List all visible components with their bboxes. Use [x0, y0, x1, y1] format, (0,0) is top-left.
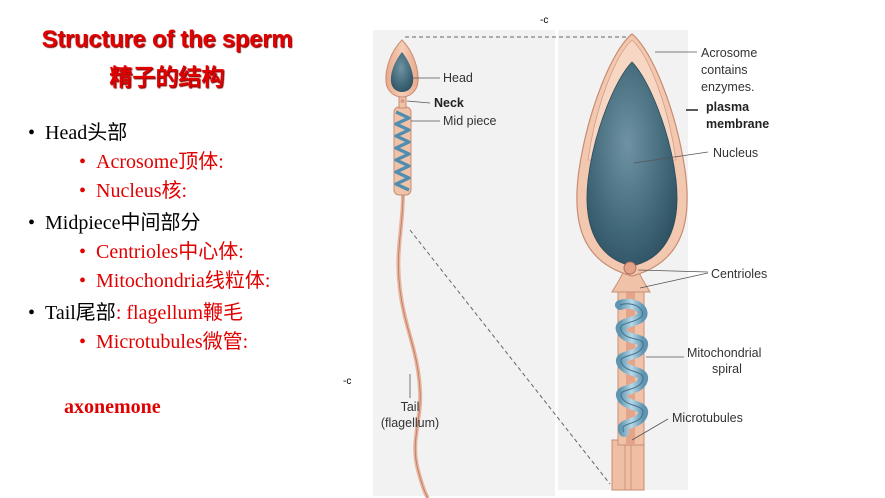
- small-tail-outline: [397, 192, 429, 498]
- label-neck: Neck: [434, 96, 464, 110]
- neck-leader-line: [406, 100, 431, 104]
- slide-title-chinese: 精子的结构: [109, 65, 225, 91]
- zoom-line-bottom: [409, 229, 611, 485]
- bullet-midpiece-label: Midpiece中间部分: [45, 212, 201, 234]
- label-midpiece: Mid piece: [443, 114, 497, 128]
- label-nucleus: Nucleus: [713, 146, 758, 160]
- label-mito-1: Mitochondrial: [687, 346, 761, 360]
- stray-mark-left: -c: [343, 376, 352, 387]
- label-centrioles: Centrioles: [711, 267, 767, 281]
- bullet-tail-flagellum: : flagellum鞭毛: [115, 302, 244, 324]
- bullet-head-label: Head头部: [45, 122, 128, 144]
- small-mito-spiral: [394, 110, 411, 192]
- sub-list-tail: Microtubules微管:: [45, 328, 270, 357]
- sub-bullet-acrosome: Acrosome顶体:: [45, 148, 270, 177]
- microtubules-leader-line: [631, 418, 669, 441]
- bullet-list: Head头部 Acrosome顶体: Nucleus核: Midpiece中间部…: [28, 118, 270, 357]
- bullet-tail: Tail尾部: flagellum鞭毛 Microtubules微管:: [28, 298, 270, 357]
- bullet-tail-label: Tail尾部: [45, 302, 116, 324]
- small-centriole: [400, 99, 405, 103]
- label-acrosome-2: contains: [701, 63, 748, 77]
- bullet-head: Head头部 Acrosome顶体: Nucleus核:: [28, 118, 270, 206]
- sub-bullet-microtubules: Microtubules微管:: [45, 328, 270, 357]
- label-acrosome-3: enzymes.: [701, 80, 755, 94]
- nucleus-leader-line: [633, 151, 709, 164]
- bullet-midpiece: Midpiece中间部分 Centrioles中心体: Mitochondria…: [28, 208, 270, 296]
- stray-mark-top: -c: [540, 15, 549, 26]
- label-plasma: plasma: [706, 100, 750, 114]
- sub-list-head: Acrosome顶体: Nucleus核:: [45, 148, 270, 206]
- sub-list-midpiece: Centrioles中心体: Mitochondria线粒体:: [45, 238, 270, 296]
- centrioles-leader-line-2: [639, 272, 709, 289]
- label-microtubules: Microtubules: [672, 411, 743, 425]
- sub-bullet-mitochondria: Mitochondria线粒体:: [45, 267, 270, 296]
- small-sperm-illustration: [385, 39, 430, 498]
- large-tail-segment: [611, 439, 645, 491]
- small-nucleus: [390, 52, 414, 92]
- sub-bullet-nucleus: Nucleus核:: [45, 177, 270, 206]
- large-mito-outline: [619, 303, 644, 433]
- label-membrane: membrane: [706, 117, 769, 131]
- axonemone-note: axonemone: [64, 396, 161, 418]
- large-sperm-illustration: [576, 33, 688, 491]
- centrioles-leader-line-1: [637, 269, 709, 273]
- slide-title-english: Structure of the sperm: [41, 26, 293, 53]
- large-centriole: [623, 261, 637, 275]
- label-acrosome-1: Acrosome: [701, 46, 757, 60]
- label-head: Head: [443, 71, 473, 85]
- sub-bullet-centrioles: Centrioles中心体:: [45, 238, 270, 267]
- label-flagellum: (flagellum): [381, 416, 439, 430]
- label-mito-2: spiral: [712, 362, 742, 376]
- label-tail: Tail: [401, 400, 420, 414]
